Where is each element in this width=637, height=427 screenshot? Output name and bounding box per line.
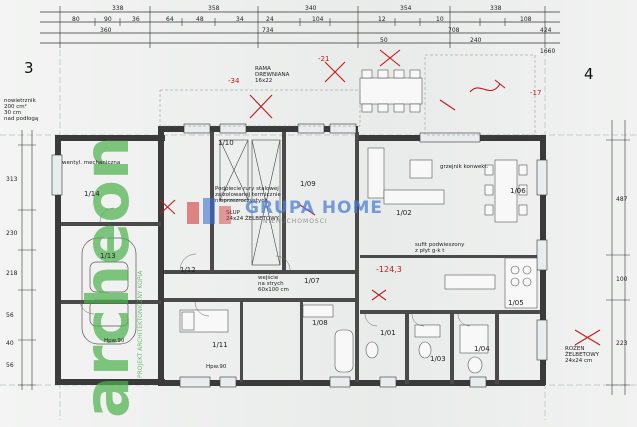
room-label: 1/14	[84, 190, 100, 198]
room-label: 1/11	[212, 341, 228, 349]
axis-label-left: 3	[24, 59, 34, 77]
dim-r3-1: 734	[262, 27, 274, 34]
room-label: 1/05	[508, 299, 524, 307]
room-label: 1/06	[510, 187, 526, 195]
dim-left: 313	[6, 176, 18, 183]
room-label: 1/04	[474, 345, 490, 353]
dim-r4-2: 1660	[540, 48, 556, 55]
left-dimension-lines	[18, 130, 36, 390]
terrace-table	[359, 69, 423, 113]
annotation-podpiecie: Podpiecie rury stalowej zaizolowanej ter…	[215, 186, 281, 204]
dining-table	[484, 159, 528, 223]
annotation-hpw-2: Hpw.90	[104, 338, 125, 344]
annotation-rozen: ROŻEN ŻELBETOWY 24x24 cm	[565, 346, 600, 364]
windows	[51, 123, 548, 388]
red-mark-text: -21	[318, 55, 330, 63]
annotation-hpw-1: Hpw.90	[206, 364, 227, 370]
dim-r3-3: 424	[540, 27, 552, 34]
dim-r2-4: 48	[196, 16, 204, 23]
room-label: 1/02	[396, 209, 412, 217]
axis-label-right: 4	[584, 65, 594, 83]
dim-r2-1: 90	[104, 16, 112, 23]
dim-r4-1: 240	[470, 37, 482, 44]
red-handwritten-marks	[159, 49, 601, 346]
terrace-outline	[159, 54, 536, 136]
annotation-slup: SŁUP 24x24 ŻELBETOWY	[226, 210, 280, 222]
vertical-brand-subtext: PROJEKT ARCHITEKTONICZNY KOPIA	[137, 270, 144, 378]
room-label: 1/10	[218, 139, 234, 147]
dim-r2-10: 108	[520, 16, 532, 23]
room-label: 1/03	[430, 355, 446, 363]
living-sofa	[367, 147, 445, 205]
room-label: 1/13	[100, 252, 116, 260]
dim-top-3: 340	[305, 5, 317, 12]
dim-left: 56	[6, 362, 14, 369]
dim-left: 218	[6, 270, 18, 277]
red-mark-text: -34	[228, 77, 240, 85]
bedroom-bed	[179, 309, 229, 333]
right-dimension-lines	[606, 120, 630, 395]
dim-r2-8: 12	[378, 16, 386, 23]
wardrobe-crosses	[219, 139, 281, 266]
dim-top-1: 338	[112, 5, 124, 12]
door-swings	[79, 207, 471, 327]
garage-car	[81, 237, 137, 345]
agency-logo-icon	[187, 198, 231, 224]
room-label: 1/09	[300, 180, 316, 188]
top-dimension-lines	[40, 6, 560, 48]
annotation-wejscie: wejście na strych 60x100 cm	[258, 275, 289, 293]
kitchen-counter	[444, 257, 538, 309]
dim-right: 487	[616, 196, 628, 203]
dim-right: 223	[616, 340, 628, 347]
room-label: 1/08	[312, 319, 328, 327]
dim-r2-7: 104	[312, 16, 324, 23]
annotation-nowietrznik: nowietrznik 200 cm² 30 cm nad podłogą	[4, 98, 39, 122]
dim-top-5: 338	[490, 5, 502, 12]
bathroom-fixtures	[302, 304, 489, 374]
agency-watermark: GRUPA HOME NIERUCHOMOŚCI	[185, 196, 445, 232]
agency-subtitle: NIERUCHOMOŚCI	[263, 218, 328, 225]
dim-right: 100	[616, 276, 628, 283]
dim-r2-6: 24	[266, 16, 274, 23]
dim-r4-0: 50	[380, 37, 388, 44]
dim-r3-0: 360	[100, 27, 112, 34]
dim-left: 56	[6, 312, 14, 319]
red-mark-text: -17	[530, 89, 542, 97]
room-label: 1/12	[180, 266, 196, 274]
dim-r2-5: 34	[236, 16, 244, 23]
vertical-brand-text: archeon	[84, 136, 143, 418]
annotation-sufit: sufit podwieszony z płyt g-k t	[415, 242, 465, 254]
room-label: 1/07	[304, 277, 320, 285]
annotation-wentylacja: wentyl. mechaniczna	[62, 160, 121, 166]
annotation-grzejnik: grzejnik konwekt.	[440, 164, 489, 170]
annotation-rama: RAMA DREWNIANA 16x22	[255, 66, 290, 84]
dim-left: 40	[6, 340, 14, 347]
dim-top-4: 354	[400, 5, 412, 12]
vertical-brand-watermark: archeon PROJEKT ARCHITEKTONICZNY KOPIA	[84, 136, 144, 418]
dim-r2-3: 64	[166, 16, 174, 23]
room-label: 1/01	[380, 329, 396, 337]
dim-r2-9: 10	[436, 16, 444, 23]
dim-r2-2: 36	[132, 16, 140, 23]
red-mark-text: -124,3	[376, 265, 402, 274]
dim-top-2: 358	[208, 5, 220, 12]
agency-name: GRUPA HOME	[245, 198, 384, 218]
dim-r3-2: 708	[448, 27, 460, 34]
dim-left: 230	[6, 230, 18, 237]
dim-r2-0: 80	[72, 16, 80, 23]
